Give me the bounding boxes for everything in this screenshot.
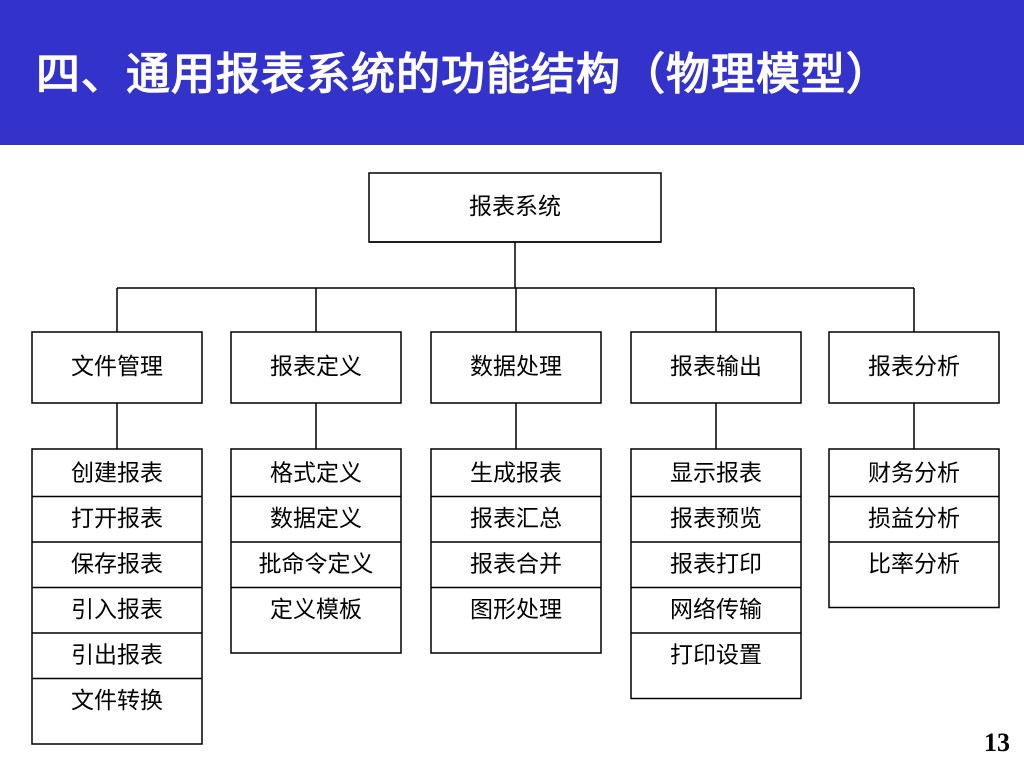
module-node [31,331,203,404]
item-label: 批命令定义 [259,551,374,577]
item-label: 定义模板 [270,597,362,623]
module-node [630,331,802,404]
root-label: 报表系统 [469,194,561,220]
item-label: 报表合并 [470,551,562,577]
module-label: 文件管理 [71,354,163,380]
item-label: 数据定义 [270,506,362,532]
items-list [230,448,402,654]
items-list [31,448,203,745]
item-label: 保存报表 [71,551,163,577]
item-label: 创建报表 [71,460,163,486]
module-label: 报表分析 [868,354,960,380]
item-label: 引入报表 [71,597,163,623]
item-label: 文件转换 [71,688,163,714]
item-label: 比率分析 [868,551,960,577]
item-label: 报表预览 [670,506,762,532]
item-label: 网络传输 [670,597,762,623]
item-label: 财务分析 [868,460,960,486]
module-label: 报表定义 [270,354,362,380]
module-label: 报表输出 [670,354,762,380]
item-label: 打印设置 [670,642,762,668]
module-node [828,331,1000,404]
item-label: 损益分析 [868,506,960,532]
item-label: 报表打印 [670,551,762,577]
item-label: 格式定义 [270,460,362,486]
item-label: 生成报表 [470,460,562,486]
page-number: 13 [984,728,1010,757]
title-bar: 四、通用报表系统的功能结构（物理模型） [0,0,1024,145]
module-label: 数据处理 [470,354,562,380]
item-label: 显示报表 [670,460,762,486]
item-label: 打开报表 [71,506,163,532]
item-label: 报表汇总 [470,506,562,532]
items-list [430,448,602,654]
module-node [230,331,402,404]
item-label: 图形处理 [470,597,562,623]
item-label: 引出报表 [71,642,163,668]
items-list [828,448,1000,609]
slide-title: 四、通用报表系统的功能结构（物理模型） [36,49,891,100]
module-node [430,331,602,404]
items-list [630,448,802,700]
